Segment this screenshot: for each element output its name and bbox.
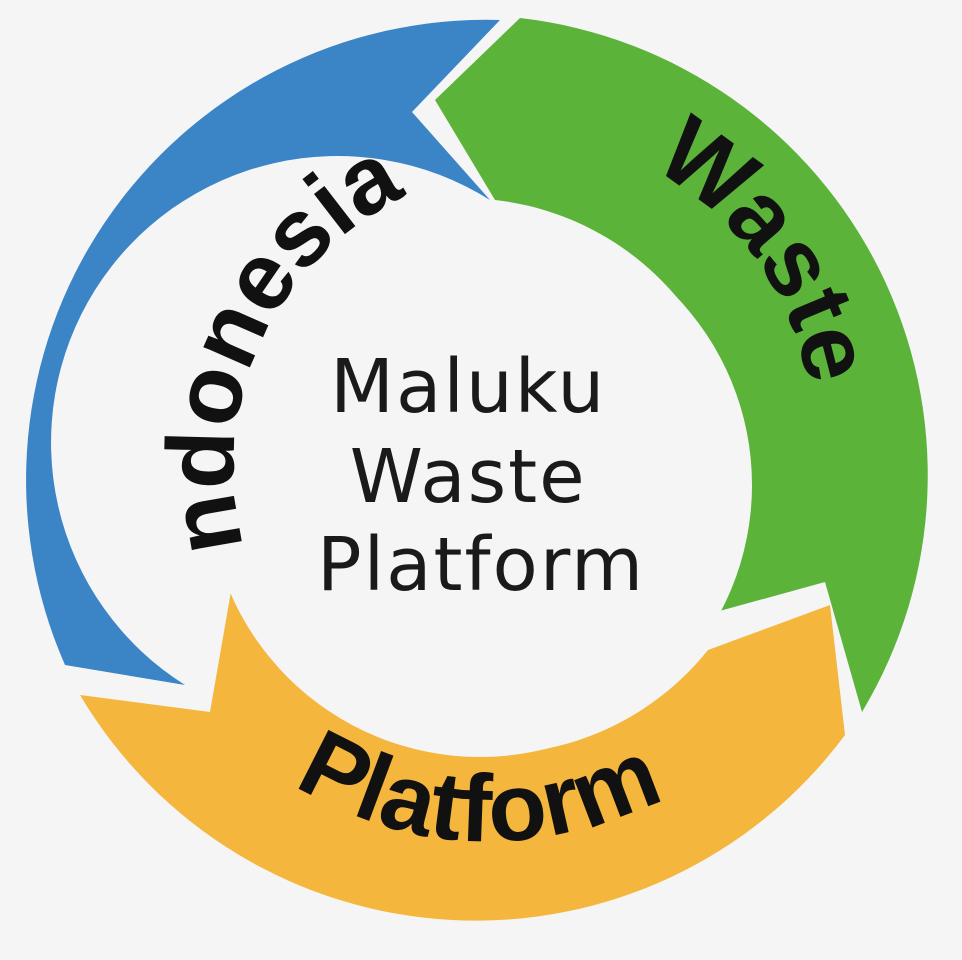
segment-waste: [435, 18, 928, 712]
segment-platform: [80, 580, 845, 921]
center-line-2: Waste: [350, 434, 587, 520]
center-line-3: Platform: [317, 522, 645, 608]
center-title: Maluku Waste Platform: [317, 344, 645, 608]
center-line-1: Maluku: [330, 344, 606, 430]
segment-indonesian: [26, 19, 500, 685]
center-circle: [208, 213, 752, 757]
